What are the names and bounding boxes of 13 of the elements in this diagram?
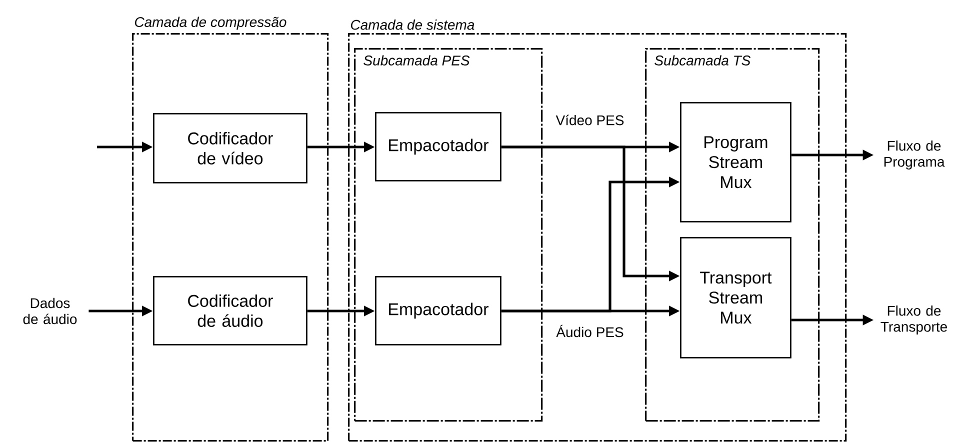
edge-label: Áudio PES — [555, 324, 625, 338]
signal-label: Fluxo de Transporte — [880, 305, 947, 335]
process-box: Empacotador — [375, 112, 502, 182]
signal-label: Fluxo de Programa — [884, 140, 945, 170]
process-box: Program Stream Mux — [680, 102, 792, 222]
process-box: Codificador de vídeo — [153, 113, 308, 184]
edge-label: Vídeo PES — [554, 114, 626, 126]
process-box: Empacotador — [375, 276, 502, 346]
process-box: Transport Stream Mux — [680, 237, 792, 358]
node-label: Camada de compressão — [134, 16, 286, 30]
process-box: Codificador de áudio — [153, 276, 308, 346]
node-label: Camada de sistema — [350, 20, 474, 30]
signal-label: Dados de áudio — [23, 298, 77, 324]
